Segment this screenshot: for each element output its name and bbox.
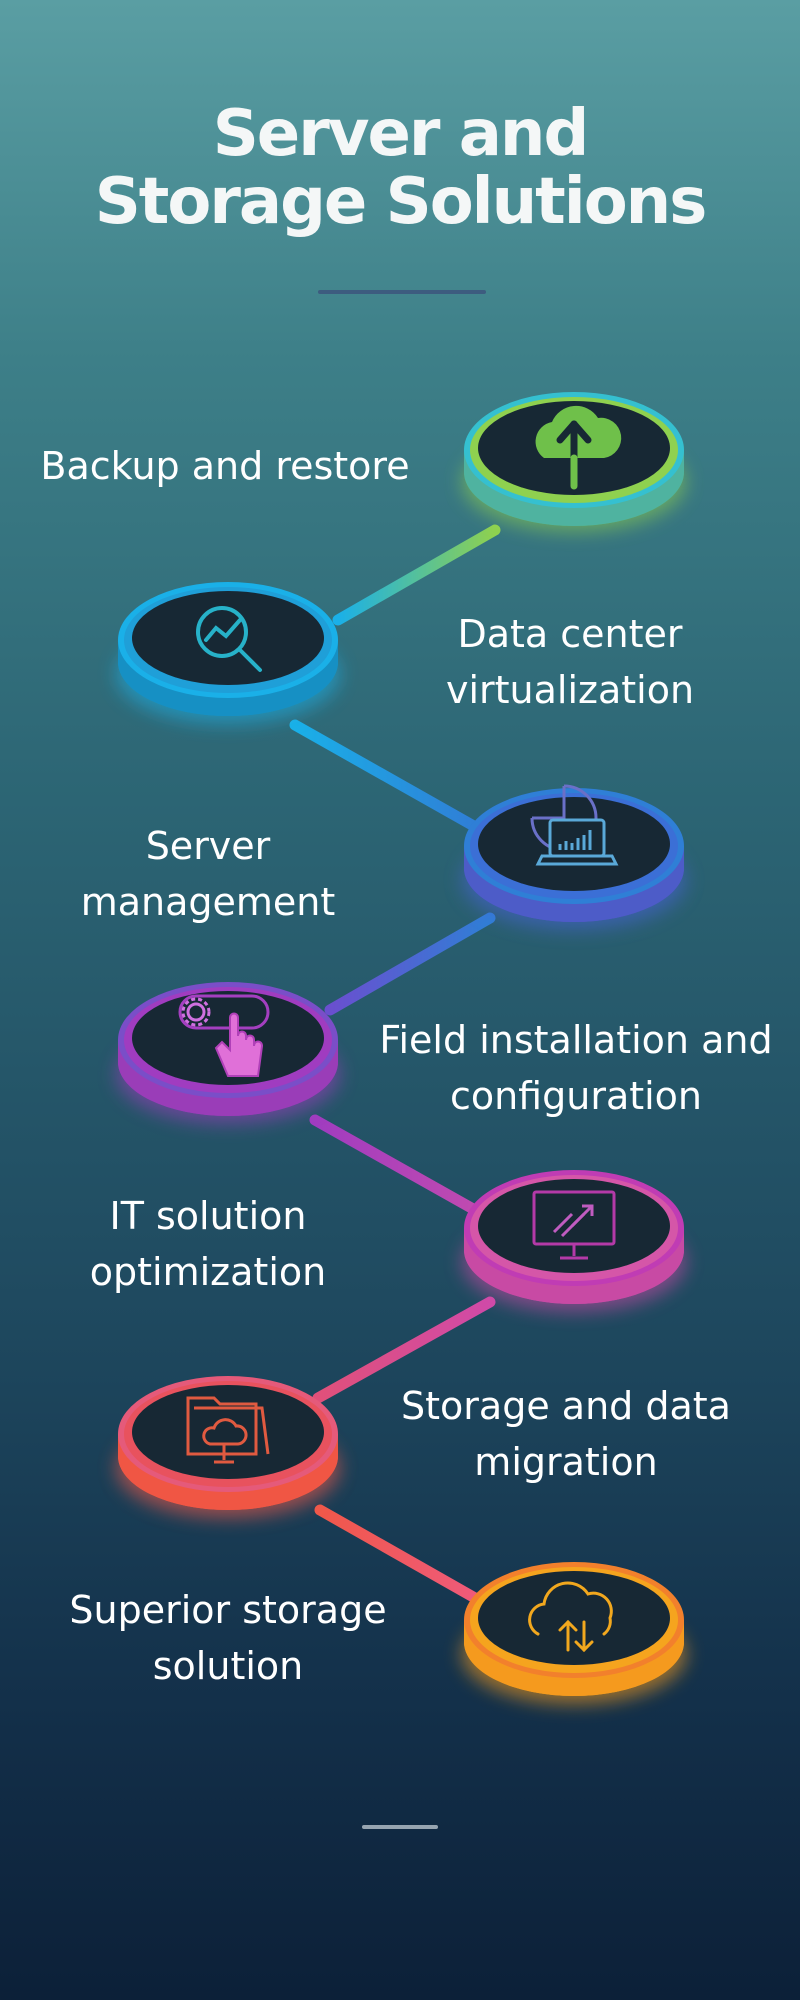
bottom-divider — [362, 1825, 438, 1829]
connector-1 — [332, 524, 501, 626]
node-backup-and-restore — [462, 392, 686, 532]
label-field-installation: Field installation and configuration — [379, 1018, 773, 1118]
folder-cloud-icon — [186, 1396, 270, 1464]
label-server-management: Server management — [80, 824, 336, 924]
label-data-center-virtualization: Data center virtualization — [445, 612, 695, 712]
title-divider — [318, 290, 486, 294]
node-superior-storage-solution — [462, 1562, 686, 1704]
node-data-center-virtualization — [116, 582, 340, 724]
label-it-solution-optimization: IT solution optimization — [89, 1194, 327, 1294]
cloud-upload-icon — [535, 405, 622, 490]
label-backup-and-restore: Backup and restore — [40, 444, 410, 488]
laptop-pie-chart-icon — [530, 784, 619, 866]
node-server-management — [462, 784, 686, 930]
connector-2 — [289, 719, 478, 831]
monitor-growth-icon — [532, 1190, 616, 1260]
connector-5 — [312, 1296, 496, 1404]
magnifier-chart-icon — [196, 606, 262, 672]
node-field-installation — [116, 982, 340, 1124]
connector-6 — [314, 1504, 481, 1604]
label-storage-and-data-migration: Storage and data migration — [401, 1384, 731, 1484]
cloud-sync-icon — [528, 1581, 613, 1653]
label-superior-storage-solution: Superior storage solution — [69, 1588, 387, 1688]
node-storage-and-data-migration — [116, 1376, 340, 1518]
connector-3 — [324, 912, 496, 1016]
connector-4 — [309, 1114, 481, 1216]
connectors — [289, 524, 501, 1604]
gear-pointer-icon — [178, 994, 270, 1077]
node-it-solution-optimization — [462, 1170, 686, 1312]
page-title: Server and Storage Solutions — [94, 97, 708, 239]
